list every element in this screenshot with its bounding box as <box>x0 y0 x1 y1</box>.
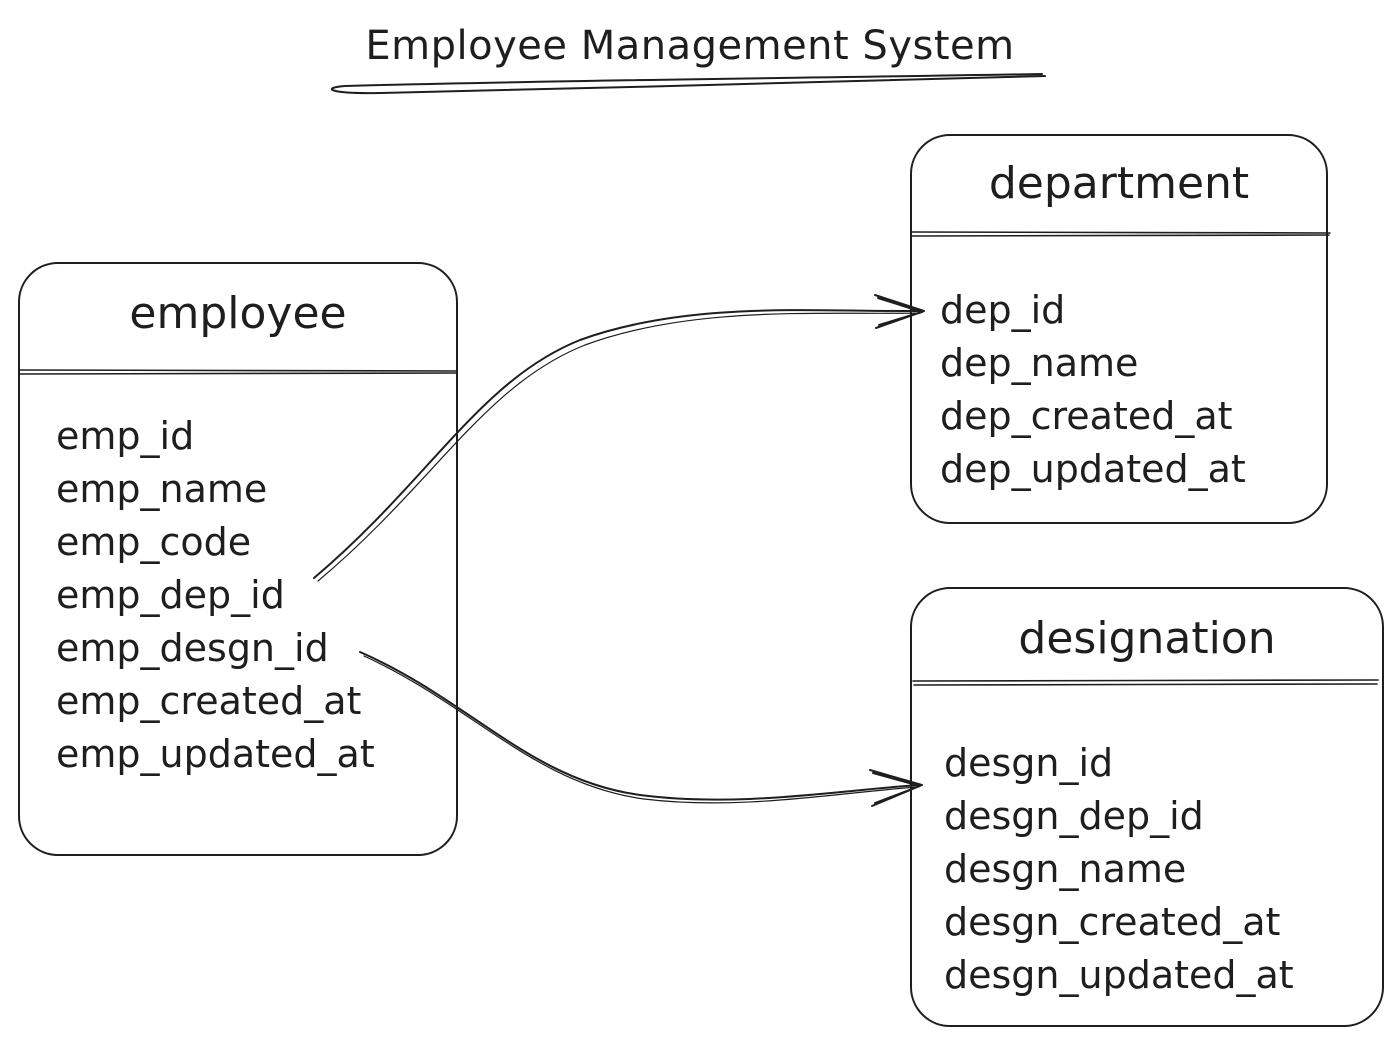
field-emp-desgn-id: emp_desgn_id <box>56 626 329 670</box>
entity-department-fields: dep_id dep_name dep_created_at dep_updat… <box>940 284 1246 496</box>
entity-designation-name: designation <box>1018 613 1276 664</box>
diagram-title: Employee Management System <box>365 23 1015 69</box>
field-dep-updated-at: dep_updated_at <box>940 447 1246 491</box>
entity-employee[interactable]: employee emp_id emp_name emp_code emp_de… <box>18 262 458 856</box>
field-emp-dep-id: emp_dep_id <box>56 573 285 617</box>
entity-department-name: department <box>988 158 1250 209</box>
field-desgn-updated-at: desgn_updated_at <box>944 953 1294 997</box>
entity-employee-fields: emp_id emp_name emp_code emp_dep_id emp_… <box>56 410 375 781</box>
field-desgn-id: desgn_id <box>944 741 1114 785</box>
field-emp-updated-at: emp_updated_at <box>56 732 375 776</box>
field-dep-id: dep_id <box>940 288 1066 332</box>
field-dep-created-at: dep_created_at <box>940 394 1233 438</box>
field-desgn-created-at: desgn_created_at <box>944 900 1281 944</box>
entity-designation-fields: desgn_id desgn_dep_id desgn_name desgn_c… <box>944 737 1294 1002</box>
field-desgn-dep-id: desgn_dep_id <box>944 794 1204 838</box>
field-emp-name: emp_name <box>56 467 268 511</box>
entity-designation[interactable]: designation desgn_id desgn_dep_id desgn_… <box>910 587 1384 1027</box>
field-dep-name: dep_name <box>940 341 1139 385</box>
field-emp-code: emp_code <box>56 520 252 564</box>
field-desgn-name: desgn_name <box>944 847 1187 891</box>
entity-employee-name: employee <box>129 288 347 339</box>
field-emp-created-at: emp_created_at <box>56 679 362 723</box>
field-emp-id: emp_id <box>56 414 195 458</box>
title-underline <box>331 73 1046 95</box>
entity-department[interactable]: department dep_id dep_name dep_created_a… <box>910 134 1328 524</box>
